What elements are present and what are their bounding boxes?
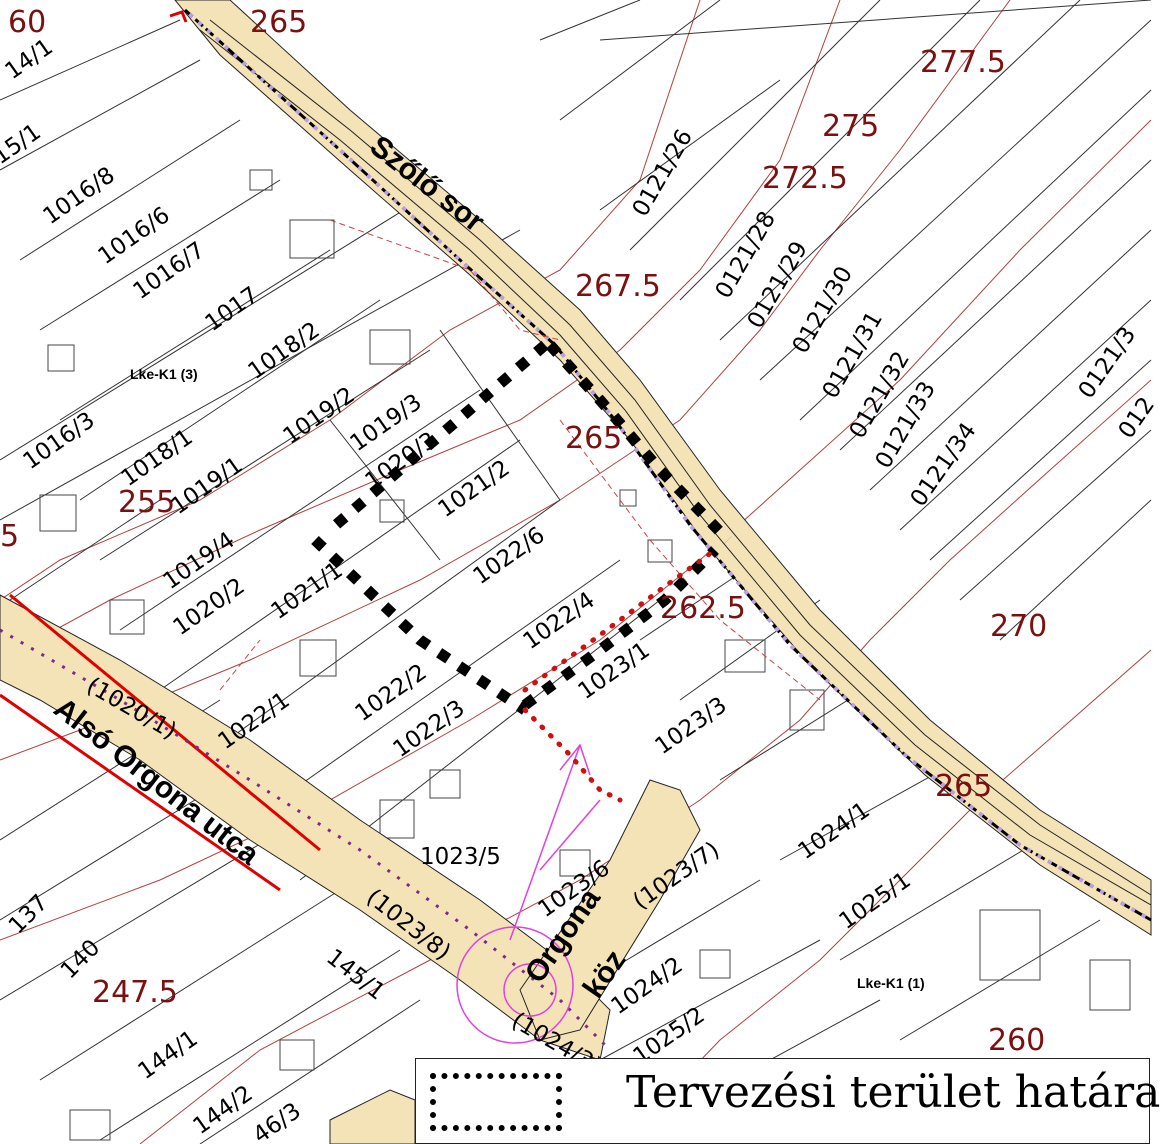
map-legend: Tervezési terület határa [415,1058,1160,1144]
elevation-labels: 60 265 277.5 275 272.5 267.5 265 255 5 2… [0,5,1047,1058]
road-szolo-sor [174,0,1152,936]
legend-label: Tervezési terület határa [626,1067,1160,1118]
building-outlines [39,169,1131,1141]
zone-labels: Lke-K1 (3) Lke-K1 (1) [130,366,925,991]
elevation-label: 265 [250,5,307,40]
dotted-boundary-symbol-icon [430,1073,562,1131]
elevation-label: 272.5 [762,161,848,196]
road-inner-lines [199,19,1152,906]
elevation-label: 5 [0,519,19,554]
magenta-annotations [456,743,601,1044]
elevation-label: 262.5 [660,591,746,626]
elevation-label: 60 [8,5,46,40]
elevation-label: 247.5 [92,975,178,1010]
road-boundary-dashes [0,8,1152,1052]
elevation-label: 260 [988,1023,1045,1058]
elevation-label: 275 [822,109,879,144]
regulation-lines [0,593,321,892]
parcel-label: 1023/5 [420,844,501,870]
north-marker-icon [169,10,188,23]
elevation-label: 270 [990,609,1047,644]
elevation-label: 267.5 [575,269,661,304]
elevation-label: 255 [118,485,175,520]
elevation-label: 265 [565,421,622,456]
zone-label: Lke-K1 (1) [857,975,925,991]
planning-boundary [311,340,732,715]
elevation-label: 265 [935,769,992,804]
elevation-label: 277.5 [920,45,1006,80]
dashed-property-lines [219,219,821,701]
red-dotted-line [522,547,718,803]
road-orgona-koz [519,779,701,1041]
zone-label: Lke-K1 (3) [130,366,198,382]
